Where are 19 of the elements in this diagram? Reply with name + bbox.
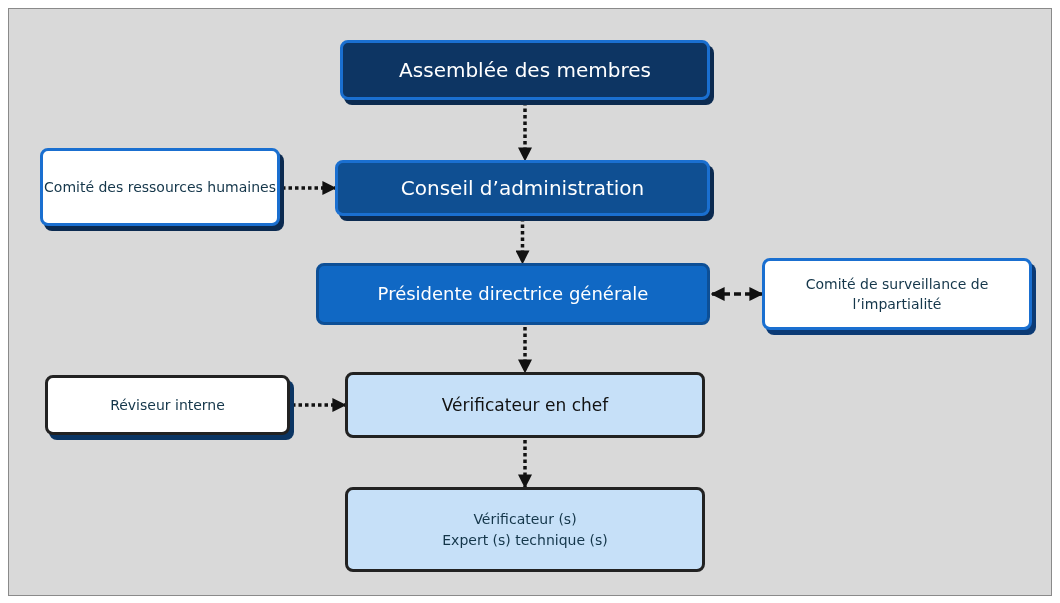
role-box xyxy=(345,372,705,438)
role-box xyxy=(345,487,705,572)
box-label: Comité des ressources humaines xyxy=(44,177,276,197)
box-label: Vérificateur en chef xyxy=(441,393,609,417)
arrow xyxy=(518,440,532,489)
arrow xyxy=(282,181,337,195)
org-box xyxy=(316,263,710,325)
box-label: Réviseur interne xyxy=(110,395,225,415)
box-label: Expert (s) technique (s) xyxy=(442,530,608,550)
box-label: Conseil d’administration xyxy=(400,174,645,202)
box-label: Vérificateur (s) xyxy=(473,510,577,530)
arrow xyxy=(515,218,530,265)
arrow xyxy=(518,327,532,374)
box-label: Comité de surveillance de l’impartialité xyxy=(804,274,990,314)
arrow xyxy=(518,102,532,162)
arrow xyxy=(292,398,347,412)
box-label: Présidente directrice générale xyxy=(377,281,649,306)
box-label: Assemblée des membres xyxy=(399,56,651,84)
arrow xyxy=(710,287,764,301)
